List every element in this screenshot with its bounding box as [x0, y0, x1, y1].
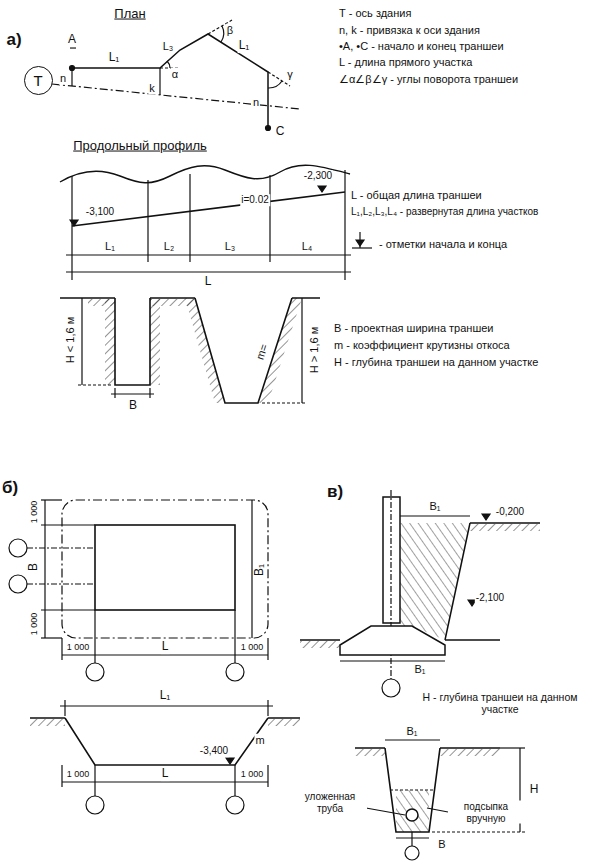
annotation-label: С [275, 125, 286, 139]
annotation-label: L₃ [162, 40, 175, 53]
section-letter: а) [5, 30, 22, 50]
section-letter: в) [326, 482, 344, 502]
annotation-label: 1 000 [66, 769, 91, 779]
annotation-label: L₁ [238, 39, 251, 53]
annotation-label: γ [286, 68, 294, 81]
annotation-label: План [113, 7, 146, 22]
annotation-label: L₃ [224, 240, 237, 253]
annotation-label: L₁,L₂,L₃,L₄ - развернутая длина участков [350, 206, 539, 218]
annotation-label: H - глубина траншеи на данном участке [414, 691, 586, 715]
annotation-label: B₁ [413, 663, 426, 676]
annotation-label: ∠α∠β∠γ - углы поворота траншеи [338, 73, 519, 86]
annotation-label: n [59, 72, 67, 85]
annotation-label: -2,100 [475, 592, 505, 604]
annotation-label: •А, •С - начало и конец траншеи [338, 40, 505, 53]
annotation-label: β [226, 24, 234, 37]
annotation-label: H > 1,6 м [308, 326, 321, 374]
annotation-label: H < 1,6 м [64, 316, 77, 364]
annotation-label: B - проектная ширина траншеи [333, 322, 495, 335]
annotation-label: m - коэффициент крутизны откоса [333, 339, 511, 352]
annotation-label: α [171, 68, 179, 81]
annotation-label: k [148, 82, 156, 95]
annotation-label: n, k - привязка к оси здания [338, 24, 481, 37]
annotation-label: m [254, 734, 265, 747]
annotation-label: i=0.02 [240, 194, 270, 206]
annotation-label: -3,400 [199, 745, 229, 757]
annotation-label: B₁ [405, 725, 418, 738]
annotation-label: -0,200 [495, 506, 525, 518]
annotation-label: n [252, 96, 260, 109]
annotation-label: А [67, 33, 77, 47]
axis-letter: Т [33, 72, 42, 89]
annotation-label: - отметки начала и конца [378, 238, 508, 251]
annotation-label: 1 000 [66, 642, 91, 652]
section-letter: б) [1, 478, 19, 498]
annotation-label: B₁ [253, 563, 267, 577]
annotation-label: уложенная труба [293, 791, 367, 814]
annotation-label: Продольный профиль [72, 139, 208, 154]
annotation-label: L₁ [108, 51, 121, 65]
annotation-label: L [204, 275, 213, 289]
annotation-label: L₂ [163, 240, 175, 253]
annotation-label: 1 000 [240, 769, 265, 779]
axis-circle: Т [24, 66, 53, 95]
annotation-label: L - длина прямого участка [338, 56, 473, 69]
annotation-label: m= [253, 342, 270, 363]
annotation-label: 1 000 [29, 612, 39, 637]
annotation-label: -2,300 [303, 170, 333, 182]
annotation-label: B [128, 399, 138, 413]
annotation-label: 1 000 [29, 500, 39, 525]
annotation-label: H [529, 783, 540, 797]
annotation-label: L [161, 640, 170, 654]
annotation-label: B [27, 562, 41, 572]
annotation-label: B [437, 838, 446, 851]
annotation-label: 1 000 [240, 642, 265, 652]
annotation-label: L₄ [301, 240, 314, 253]
annotation-label: L₁ [159, 689, 172, 703]
annotation-label: L₁ [104, 240, 116, 253]
annotation-label: L - общая длина траншеи [350, 189, 483, 202]
annotation-label: L [161, 767, 170, 781]
annotation-label: подсыпка вручную [448, 801, 524, 824]
annotation-label: -3,100 [85, 206, 115, 218]
annotation-label: B₁ [428, 500, 441, 513]
annotation-label: H - глубина траншеи на данном участке [333, 356, 539, 369]
annotation-label: Т - ось здания [338, 7, 412, 20]
